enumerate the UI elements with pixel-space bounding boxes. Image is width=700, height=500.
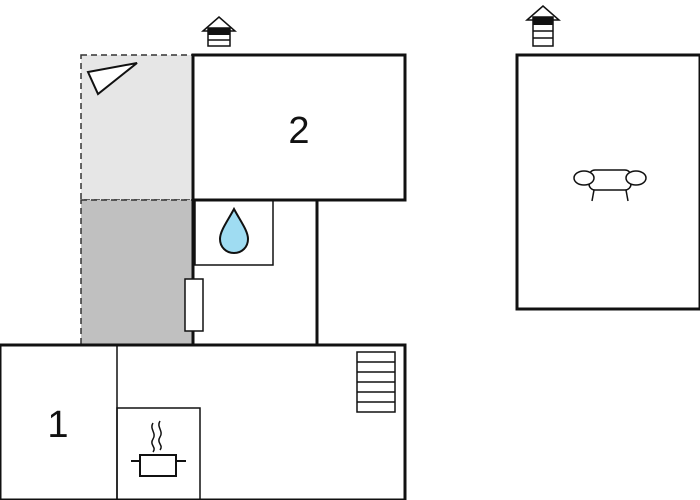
bathroom xyxy=(194,199,274,266)
covered-terrace-area xyxy=(80,199,194,346)
house-floor-icon xyxy=(201,16,237,47)
sofa-icon xyxy=(573,169,647,202)
house-floor-alt-icon xyxy=(525,5,561,47)
room-label-2: 2 xyxy=(288,110,309,152)
door-panel-icon xyxy=(184,278,204,332)
sun-triangle-icon xyxy=(86,62,138,96)
cooking-pot-icon xyxy=(131,420,186,477)
annex-building-walls xyxy=(515,53,700,311)
water-drop-icon xyxy=(218,206,250,255)
interior-walls xyxy=(116,199,274,500)
kitchen-nook xyxy=(116,407,201,500)
room-label-1: 1 xyxy=(47,404,68,446)
stairs-icon xyxy=(356,351,396,413)
